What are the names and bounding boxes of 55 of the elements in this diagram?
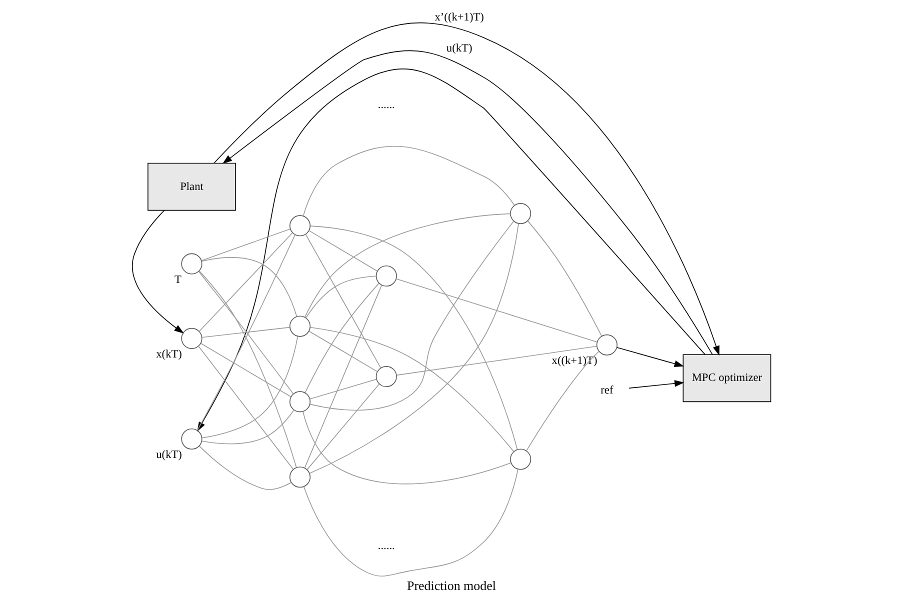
caption: Prediction model [407, 578, 496, 593]
connector [201, 228, 291, 261]
edge-label: x’((k+1)T) [434, 12, 484, 24]
node-box: MPC optimizer [682, 354, 772, 402]
connector [308, 230, 378, 272]
node-circle [376, 265, 397, 287]
node-label: x(kT) [156, 348, 182, 361]
connector [198, 232, 293, 332]
node-box: Plant [148, 162, 236, 211]
connector [304, 213, 511, 318]
node-circle [289, 215, 311, 236]
label: ...... [378, 540, 395, 552]
node-circle [289, 316, 311, 337]
connector [303, 468, 518, 577]
node-label: u(kT) [156, 449, 182, 462]
connector [304, 284, 382, 468]
node-label: T [174, 274, 182, 286]
connector [309, 220, 514, 411]
connector [200, 343, 292, 398]
connector [526, 351, 600, 452]
connector [309, 378, 377, 400]
connector [198, 271, 294, 394]
connector [306, 384, 380, 470]
label: ...... [378, 98, 395, 111]
connector [308, 330, 378, 372]
node-circle [376, 366, 397, 388]
connector [199, 446, 292, 490]
arrow [616, 347, 684, 368]
node-circle [181, 328, 202, 349]
connector [396, 346, 598, 376]
arrow [628, 380, 684, 389]
arrow [132, 210, 184, 334]
node-circle [181, 428, 202, 450]
connector [396, 278, 598, 342]
connector [305, 234, 381, 368]
node-circle [289, 391, 311, 412]
node-circle [289, 466, 311, 488]
node-circle [510, 448, 532, 470]
node-label: x((k+1)T) [552, 355, 598, 368]
connector [202, 326, 290, 338]
connector [304, 283, 380, 394]
connector [302, 146, 515, 216]
connector [302, 411, 512, 484]
connector [201, 257, 298, 318]
node-circle [596, 334, 618, 356]
connector [199, 270, 297, 468]
edge-label: u(kT) [446, 42, 472, 55]
connector [201, 410, 294, 444]
connector [202, 336, 298, 438]
node-circle [181, 253, 202, 274]
node-text: ref [600, 384, 614, 396]
node-circle [510, 203, 532, 224]
connector [306, 276, 376, 318]
connector [527, 220, 602, 336]
connector [310, 327, 514, 452]
